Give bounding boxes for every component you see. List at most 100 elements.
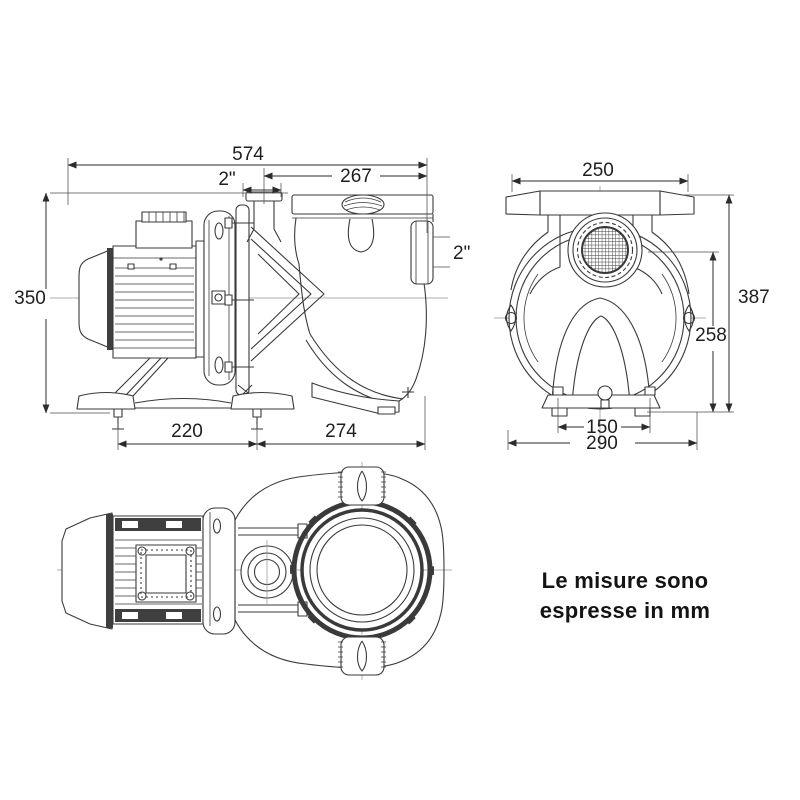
box-screw-1	[137, 546, 147, 556]
motor-legs	[111, 357, 169, 397]
top-pump-body	[234, 471, 445, 669]
union-top	[340, 466, 385, 506]
front-port	[567, 212, 643, 288]
front-view	[494, 186, 706, 448]
top-view	[57, 462, 452, 680]
inlet-pipe	[246, 201, 282, 243]
body-outline-top	[234, 471, 445, 669]
bracket-hole-top	[214, 222, 224, 240]
fin-clip-right	[169, 263, 177, 270]
side-base	[76, 357, 414, 430]
union-top-knurl	[338, 471, 386, 498]
side-motor	[78, 211, 205, 359]
front-view-dimensions: 250 387 258 150 290	[507, 160, 770, 454]
foot-bolt-left	[552, 386, 564, 396]
bracket-top	[202, 507, 236, 635]
front-ears	[504, 304, 696, 332]
rod-head-1	[224, 217, 233, 229]
terminal-box-slats	[148, 212, 185, 222]
dim-label-foot-to-outlet: 274	[325, 421, 357, 442]
tie-rods-top	[238, 527, 300, 613]
outlet-union-nut	[410, 220, 434, 285]
front-diffuser-bells	[551, 297, 651, 405]
terminal-box-gasket	[140, 549, 192, 598]
bracket-hole-top-1	[212, 518, 222, 534]
dim-label-front-height: 387	[738, 287, 770, 308]
volute-side-arcs	[523, 273, 677, 363]
top-unions	[338, 466, 386, 676]
lid-window	[316, 524, 408, 616]
base-rail	[134, 397, 232, 409]
dim-label-overall-length: 574	[232, 144, 264, 165]
outlet-union-lines	[415, 221, 429, 284]
band-slot-3	[122, 612, 138, 619]
terminal-box-window	[145, 554, 187, 594]
units-note: Le misure sono espresse in mm	[500, 566, 750, 625]
pump-foot-bolt	[402, 387, 414, 398]
motor-end-cap	[78, 249, 111, 349]
box-screw-2	[185, 546, 195, 556]
lid-ring-mid	[300, 508, 424, 632]
ear-right	[683, 304, 695, 332]
top-motor	[61, 507, 236, 635]
union-top-lens	[356, 470, 368, 502]
lid-wing-right	[659, 190, 695, 216]
rod-head-3	[224, 361, 233, 373]
pump-foot-tab	[377, 406, 396, 415]
motor-body	[112, 245, 197, 359]
side-view-dimensions: 574 2" 267 350 220 274 2"	[14, 144, 470, 450]
dim-label-outlet-port: 2"	[453, 243, 470, 264]
dim-label-lid-width: 250	[582, 160, 614, 181]
band-slot-2	[166, 521, 182, 528]
lid-wing-left	[505, 190, 541, 216]
bracket-hole-top-2	[212, 606, 222, 622]
motor-cap-top	[61, 512, 113, 630]
ear-bolt-left	[504, 311, 518, 325]
band-slot-4	[166, 612, 182, 619]
foot-bolt-right	[644, 386, 656, 396]
motor-cap-band-top	[106, 514, 113, 628]
dim-label-foot-spacing: 220	[171, 421, 203, 442]
port-ring-thread	[576, 221, 634, 279]
ear-left	[505, 304, 517, 332]
dim-label-bolt-spacing: 150	[586, 417, 618, 438]
motor-screw	[159, 257, 163, 261]
bracket-chevrons	[250, 226, 325, 362]
side-pump-body	[245, 191, 434, 407]
motor-fins	[113, 257, 196, 349]
ear-bolt-right	[682, 311, 696, 325]
units-note-line2: espresse in mm	[539, 597, 711, 623]
anchor-bolt-mid	[252, 408, 262, 418]
motor-flange	[195, 240, 205, 358]
front-lid	[505, 190, 695, 216]
box-screw-3	[137, 591, 147, 601]
bracket-bolt-circle	[214, 293, 223, 302]
port-ring-mid	[572, 217, 638, 283]
box-screw-4	[185, 591, 195, 601]
rod-head-2	[224, 294, 233, 306]
front-shoulders	[510, 215, 690, 295]
side-bracket	[203, 204, 325, 396]
terminal-box-ridge	[141, 211, 187, 223]
drain-plug	[597, 385, 613, 401]
lid-knob-ribs	[343, 197, 383, 211]
anchor-bolt-left	[113, 408, 123, 418]
lid-plate	[539, 190, 661, 216]
port-mesh	[581, 226, 629, 274]
fin-clip-left	[127, 263, 135, 270]
band-slot-1	[122, 521, 138, 528]
units-note-line1: Le misure sono	[541, 568, 709, 593]
dim-label-lid-to-outlet: 267	[340, 166, 372, 187]
dim-label-overall-height: 350	[14, 288, 46, 309]
motor-cap-band	[107, 248, 113, 350]
dim-label-overall-width: 290	[586, 433, 618, 454]
union-bottom-knurl	[338, 641, 386, 668]
strainer-pocket	[347, 218, 375, 253]
union-bottom-lens	[356, 640, 368, 672]
dim-label-inlet-port: 2"	[218, 169, 235, 190]
foot-pad-left	[551, 407, 568, 417]
union-bottom	[340, 636, 385, 676]
terminal-box	[135, 220, 193, 249]
